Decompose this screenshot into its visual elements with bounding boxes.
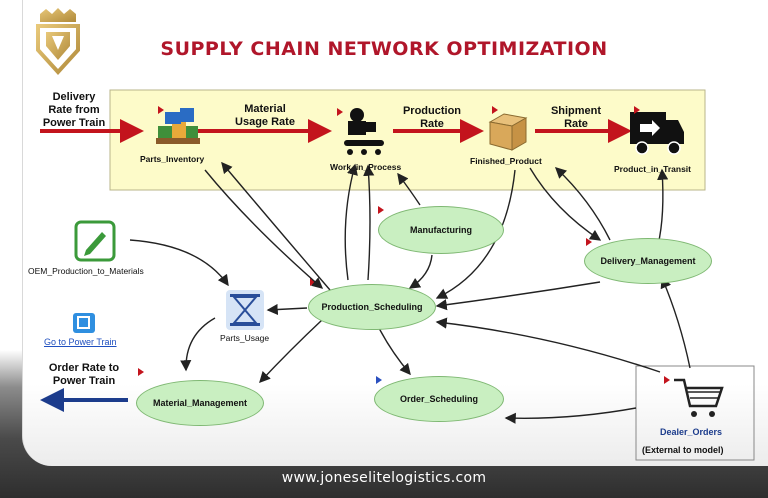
finished-product-label: Finished_Product: [470, 156, 542, 166]
production-scheduling-node[interactable]: Production_Scheduling: [308, 284, 436, 330]
oem-production-label: OEM_Production_to_Materials: [28, 266, 144, 276]
delivery-management-node[interactable]: Delivery_Management: [584, 238, 712, 284]
production-rate-label: Production Rate: [402, 105, 462, 130]
document-pen-icon: [74, 220, 116, 262]
parts-inventory-label: Parts_Inventory: [140, 154, 205, 164]
hourglass-icon: [226, 290, 264, 330]
material-usage-rate-label: Material Usage Rate: [235, 103, 295, 128]
pallet-boxes-icon: [156, 108, 200, 144]
parts-usage-label: Parts_Usage: [220, 333, 270, 343]
external-note-label: (External to model): [642, 445, 724, 455]
worker-conveyor-icon: [344, 108, 384, 155]
logo-crest-icon: [36, 8, 80, 75]
order-scheduling-node[interactable]: Order_Scheduling: [374, 376, 504, 422]
material-management-node[interactable]: Material_Management: [136, 380, 264, 426]
page-title: SUPPLY CHAIN NETWORK OPTIMIZATION: [160, 38, 608, 60]
delivery-truck-icon: [630, 112, 684, 155]
footer-url[interactable]: www.joneselitelogistics.com: [281, 470, 487, 486]
go-to-power-train-link[interactable]: Go to Power Train: [44, 337, 117, 347]
order-rate-label: Order Rate to Power Train: [48, 362, 120, 387]
cardboard-box-icon: [488, 113, 528, 151]
dealer-orders-label: Dealer_Orders: [660, 427, 723, 437]
link-square-icon: [73, 313, 95, 333]
delivery-rate-label: Delivery Rate from Power Train: [42, 91, 106, 129]
work-in-process-label: Work_in_Process: [330, 162, 402, 172]
shipment-rate-label: Shipment Rate: [550, 105, 602, 130]
product-in-transit-label: Product_in_Transit: [614, 164, 691, 174]
shopping-cart-icon: [635, 365, 755, 461]
manufacturing-node[interactable]: Manufacturing: [378, 206, 504, 254]
